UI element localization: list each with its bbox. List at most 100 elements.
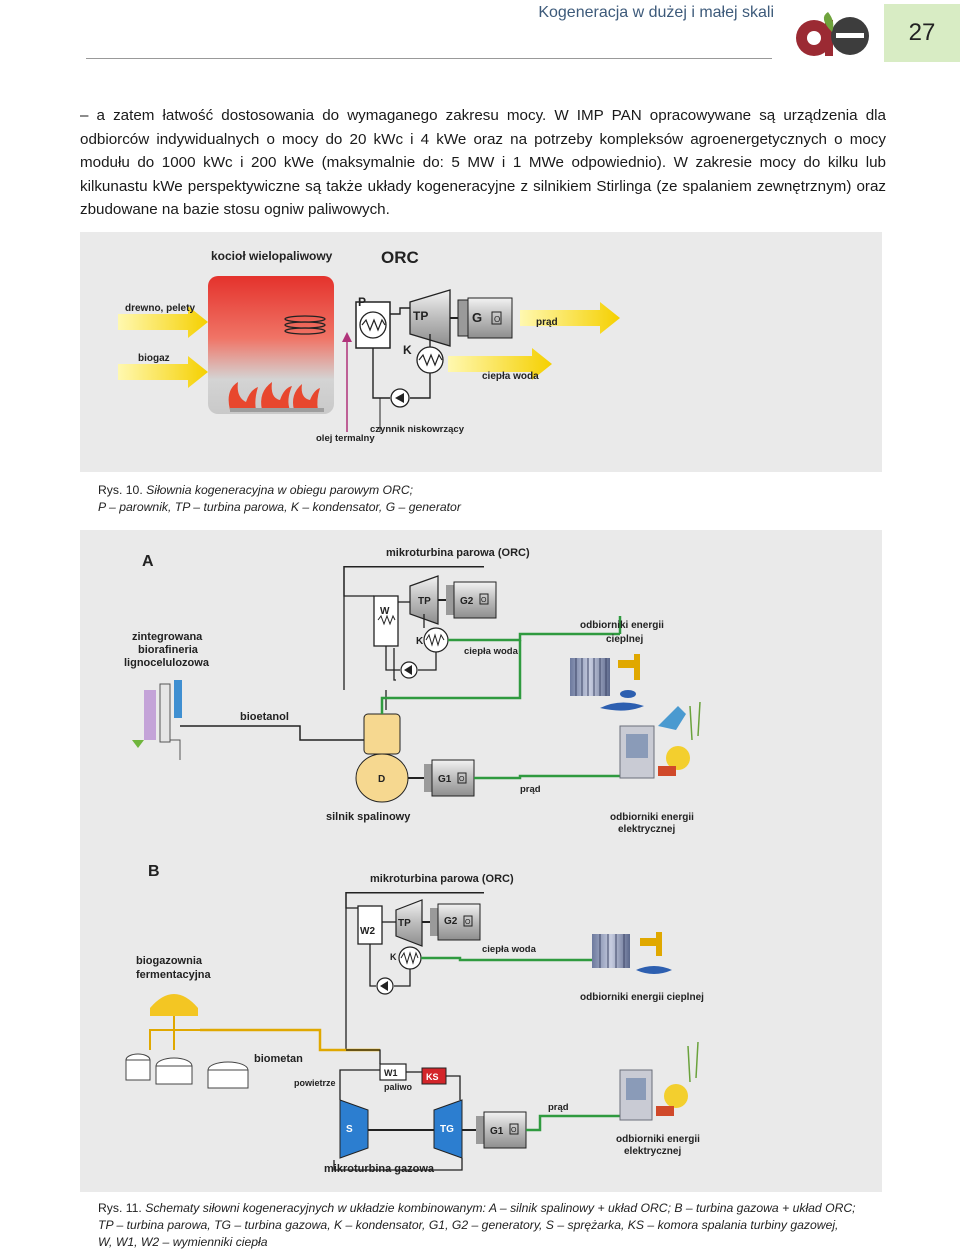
caption-10-number: Rys. 10. [98,483,143,497]
figure-10-caption: Rys. 10. Siłownia kogeneracyjna w obiegu… [98,482,461,516]
label-micro-orc-B: mikroturbina parowa (ORC) [370,873,514,885]
condenser-K [416,346,444,374]
label-biomethane: biometan [254,1053,303,1065]
label-heat-rec-A-1: odbiorniki energii [580,620,664,631]
page-number: 27 [908,19,936,46]
label-G1-A-symbol: O [459,776,465,783]
label-power-B: prąd [548,1102,569,1113]
caption-11-line3: W, W1, W2 – wymienniki ciepła [98,1235,268,1249]
generator-G2-A [453,581,497,619]
label-TP-A: TP [418,596,431,607]
label-G2-B: G2 [444,916,458,927]
page-number-box: 27 [884,4,960,62]
figure-11-caption: Rys. 11. Schematy siłowni kogeneracyjnyc… [98,1200,856,1251]
label-thermal-oil: olej termalny [316,433,375,444]
label-heat-rec-B: odbiorniki energii cieplnej [580,992,704,1003]
label-wood-pellets: drewno, pelety [125,303,195,314]
label-TG: TG [440,1124,454,1135]
label-K: K [403,343,412,357]
caption-10-line2: P – parownik, TP – turbina parowa, K – k… [98,500,461,514]
fuel-arrow-wood [118,306,208,338]
caption-11-line1: Schematy siłowni kogeneracyjnych w układ… [145,1201,856,1215]
electrical-appliances-icon [619,701,701,779]
heat-exchanger-W2 [357,905,383,945]
label-G1-B-symbol: O [511,1127,517,1134]
label-P: P [358,295,366,309]
label-biogas-plant-1: biogazownia [136,955,203,967]
boiler [208,276,334,414]
label-G2-B-symbol: O [465,919,471,926]
label-biorefinery-1: zintegrowana [132,631,203,643]
label-hot-water: ciepła woda [482,371,539,382]
biogas-plant-icon [125,994,249,1089]
label-heat-rec-A-2: cieplnej [606,634,643,645]
label-G2-A-symbol: O [481,597,487,604]
figure-10-orc-diagram: kocioł wielopaliwowy ORC drewno, pelety … [80,232,882,472]
label-W2: W2 [360,926,375,937]
label-K-B: K [390,952,397,962]
label-biorefinery-2: biorafineria [138,644,199,656]
biorefinery-icon [132,680,182,760]
generator-G [467,297,513,339]
label-boiler: kocioł wielopaliwowy [211,249,333,263]
power-arrow [520,302,620,334]
heat-exchanger-W [373,595,399,647]
label-G2-A: G2 [460,596,474,607]
electrical-appliances-icon-B [619,1041,699,1121]
header-rule [86,58,772,59]
label-W: W [380,606,390,617]
label-generator-symbol: O [494,315,500,324]
generator-G2-B [437,903,481,941]
label-fuel: paliwo [384,1082,413,1092]
ae-logo [788,8,880,60]
label-micro-orc-A: mikroturbina parowa (ORC) [386,547,530,559]
label-elec-rec-B-2: elektrycznej [624,1146,681,1157]
label-power-A: prąd [520,784,541,795]
turbine-TP [409,289,451,347]
heating-coil [284,315,326,335]
label-W1: W1 [384,1068,398,1078]
running-title: Kogeneracja w dużej i małej skali [538,4,774,21]
label-TP-B: TP [398,918,411,929]
fuel-arrow-biogas [118,356,208,388]
label-elec-rec-B-1: odbiorniki energii [616,1134,700,1145]
engine-block [363,713,401,755]
label-biorefinery-3: lignocelulozowa [124,657,210,669]
label-panel-A: A [142,553,154,570]
body-paragraph: – a zatem łatwość dostosowania do wymaga… [80,107,886,218]
compressor-S [339,1099,369,1159]
label-KS: KS [426,1072,439,1082]
label-G1-A: G1 [438,774,452,785]
tap-icon-B [636,932,672,974]
label-D: D [378,774,385,785]
label-elec-rec-A-2: elektrycznej [618,824,675,835]
radiator-icon-B [592,934,630,968]
generator-G1-A [431,759,475,797]
turbine-TP-A [409,575,439,625]
label-panel-B: B [148,863,160,880]
label-air: powietrze [294,1078,336,1088]
label-engine: silnik spalinowy [326,811,411,823]
label-working-fluid: czynnik niskowrzący [370,424,465,435]
label-G1-B: G1 [490,1126,504,1137]
hot-water-arrow [448,348,552,380]
caption-10-line1: Siłownia kogeneracyjna w obiegu parowym … [146,483,414,497]
figure-11-combined-diagram: A mikroturbina parowa (ORC) W TP G2 O K [80,530,882,1192]
label-elec-rec-A-1: odbiorniki energii [610,812,694,823]
flames [228,382,320,410]
label-orc: ORC [381,248,419,267]
caption-11-number: Rys. 11. [98,1201,142,1215]
label-hot-water-B: ciepła woda [482,944,537,955]
label-S: S [346,1124,353,1135]
label-hot-water-A: ciepła woda [464,646,519,657]
label-biogas: biogaz [138,353,170,364]
label-G: G [472,310,482,325]
tap-icon [600,654,644,711]
caption-11-line2: TP – turbina parowa, TG – turbina gazowa… [98,1218,839,1232]
label-power: prąd [536,317,558,328]
label-K-A: K [416,636,424,647]
generator-G1-B [483,1111,527,1149]
turbine-TP-B [395,899,423,947]
label-biogas-plant-2: fermentacyjna [136,969,211,981]
label-micro-gas: mikroturbina gazowa [324,1163,435,1175]
